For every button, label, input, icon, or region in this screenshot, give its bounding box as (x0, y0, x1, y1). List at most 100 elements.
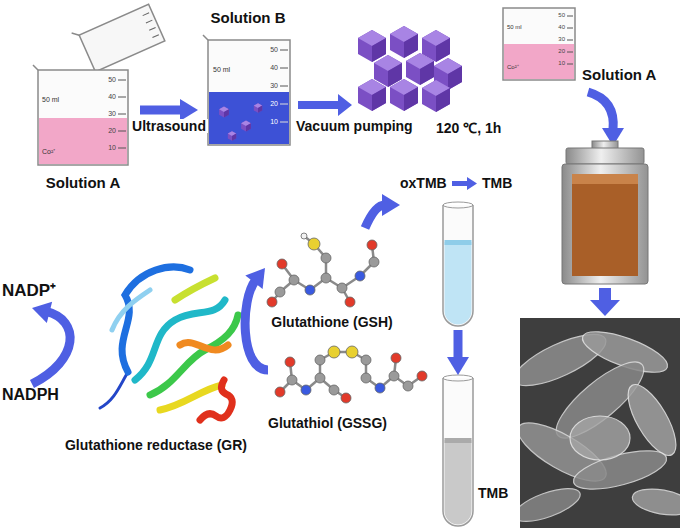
grey-solution (445, 440, 472, 525)
enzyme-node: Glutathione reductase (GR) (58, 252, 255, 458)
volume-label: 50 ml (213, 66, 230, 73)
arrowhead (32, 302, 52, 323)
node-label: Glutathione reductase (GR) (65, 437, 247, 453)
purple-crystal (358, 79, 386, 111)
carbon-atom (321, 273, 331, 283)
purple-crystal (422, 80, 450, 112)
beaker-node: Solution A (500, 3, 675, 91)
ion-label: Co²⁺ (507, 64, 519, 70)
purple-crystal (374, 55, 402, 87)
carbon-atom (321, 253, 331, 263)
scale-tick (567, 40, 573, 41)
oxygen-atom (277, 259, 287, 269)
connector-line (245, 280, 268, 370)
volume-label: 50 ml (507, 24, 522, 30)
solution-surface (445, 240, 472, 245)
small-crystal (228, 131, 236, 141)
scale-tick (280, 68, 288, 69)
scale-tick (280, 122, 288, 123)
purple-crystal (390, 79, 418, 111)
scale-number: 20 (558, 48, 565, 54)
pink-solution (504, 44, 574, 79)
node-label: Solution A (46, 174, 120, 191)
scale-tick (280, 50, 288, 51)
carbon-atom (361, 373, 371, 383)
oxygen-atom (341, 393, 351, 403)
scale-number: 10 (270, 118, 278, 125)
beaker-spout (203, 35, 208, 40)
purple-crystal (358, 30, 386, 62)
pouring-beaker (72, 0, 165, 74)
autoclave-body (562, 164, 648, 284)
oxygen-atom (267, 297, 277, 307)
node-label: Solution B (211, 9, 286, 26)
connector-line (32, 312, 70, 384)
carbon-atom (289, 275, 299, 285)
sem-flake (520, 482, 584, 528)
test-tube (443, 378, 473, 526)
scale-number: 50 (558, 12, 565, 18)
scale-tick (118, 148, 126, 149)
edge-label: Ultrasound (130, 119, 208, 133)
scale-number: 20 (108, 127, 116, 134)
reaction-arrow (452, 177, 477, 190)
node-label: TMB (478, 485, 508, 501)
molecule-atoms (267, 233, 379, 307)
hydrogen-atom (301, 233, 307, 239)
process-arrow (588, 92, 613, 130)
arrowhead (245, 268, 265, 289)
beaker-glass (503, 8, 575, 80)
scale-tick (152, 35, 158, 38)
ribbon-strand (180, 343, 228, 350)
condition-label: 120 ℃, 1h (436, 121, 501, 135)
carbon-atom (389, 371, 399, 381)
connector-arrow (32, 302, 70, 384)
scale-number: 50 (108, 76, 116, 83)
molecule-bonds (272, 236, 374, 302)
carbon-atom (287, 375, 297, 385)
purple-crystal (390, 26, 418, 58)
node-label: Glutathiol (GSSG) (268, 415, 387, 431)
ribbon-strand (175, 278, 215, 300)
node-label: oxTMB (400, 175, 447, 191)
small-crystal (219, 106, 229, 117)
scale-number: 40 (108, 93, 116, 100)
beaker-spout (72, 31, 80, 38)
scale-number: 20 (270, 100, 278, 107)
scale-number: 40 (558, 24, 565, 30)
carbon-atom (361, 355, 371, 365)
scale-tick (280, 86, 288, 87)
oxygen-atom (345, 297, 355, 307)
test-tube (443, 205, 473, 326)
arrowhead (447, 357, 469, 375)
nitrogen-atom (305, 285, 315, 295)
arrowhead (382, 194, 400, 216)
scale-tick (567, 52, 573, 53)
sulfur-atom (328, 346, 340, 358)
beaker-glass (79, 4, 165, 71)
beaker-spout (33, 65, 38, 70)
node-label: Glutathione (GSH) (271, 314, 392, 330)
carbon-atom (315, 373, 325, 383)
scale-number: 40 (270, 64, 278, 71)
test-tube-node: TMB (440, 375, 520, 528)
process-arrow (298, 94, 352, 116)
volume-label: 50 ml (42, 96, 59, 103)
node-label: NADP⁺ (2, 281, 56, 301)
node-label: NADPH (2, 386, 59, 404)
node-label: TMB (482, 175, 512, 191)
connector-arrow (447, 330, 469, 375)
cofactor-node: NADP⁺ (2, 280, 72, 308)
carbon-atom (403, 381, 413, 391)
solution-surface (445, 438, 472, 443)
sem-flakes (520, 323, 680, 528)
scale-number: 10 (558, 60, 565, 66)
node-label: Solution A (582, 66, 656, 83)
brown-product-surface (572, 174, 638, 184)
connector-line (140, 106, 183, 115)
scale-tick (146, 20, 152, 23)
beaker-node: Solution A (20, 62, 140, 196)
carbon-atom (329, 385, 339, 395)
small-crystal (241, 120, 251, 131)
beaker-node: Solution B (198, 6, 294, 148)
